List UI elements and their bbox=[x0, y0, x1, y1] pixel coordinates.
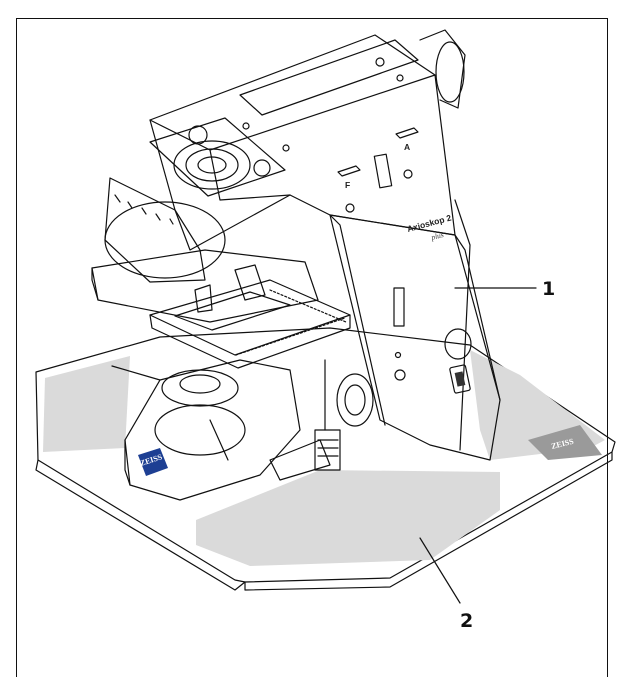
stand-column bbox=[329, 199, 501, 461]
model-label: Axioskop 2 plus bbox=[406, 212, 453, 242]
light-intensity-knob bbox=[444, 328, 472, 360]
power-switch bbox=[449, 364, 471, 394]
condenser bbox=[111, 365, 239, 461]
knob-a-label: A bbox=[404, 142, 410, 152]
microscope-head bbox=[149, 29, 466, 251]
knob-f-label: F bbox=[345, 180, 350, 190]
base-foot bbox=[124, 359, 331, 501]
nosepiece bbox=[91, 249, 319, 323]
field-diaphragm-knob: F bbox=[337, 165, 361, 190]
focus-knob bbox=[314, 359, 374, 471]
zeiss-logo-icon: ZEISS bbox=[138, 448, 168, 476]
aperture-knob: A bbox=[395, 127, 419, 152]
callout-1: 1 bbox=[542, 278, 555, 300]
figure-frame bbox=[16, 18, 608, 677]
column-controls bbox=[393, 287, 472, 394]
filter-slot bbox=[373, 153, 393, 189]
reflector-turret bbox=[104, 177, 226, 283]
screw-head bbox=[345, 203, 355, 213]
model-variant: plus bbox=[429, 230, 444, 242]
tube-port bbox=[149, 117, 286, 197]
screw-head bbox=[403, 169, 413, 179]
base-plate bbox=[35, 327, 616, 591]
zeiss-plate-logo: ZEISS bbox=[528, 425, 602, 460]
callout-leader-2 bbox=[419, 537, 461, 604]
stage bbox=[149, 279, 351, 369]
callout-2: 2 bbox=[460, 610, 473, 632]
